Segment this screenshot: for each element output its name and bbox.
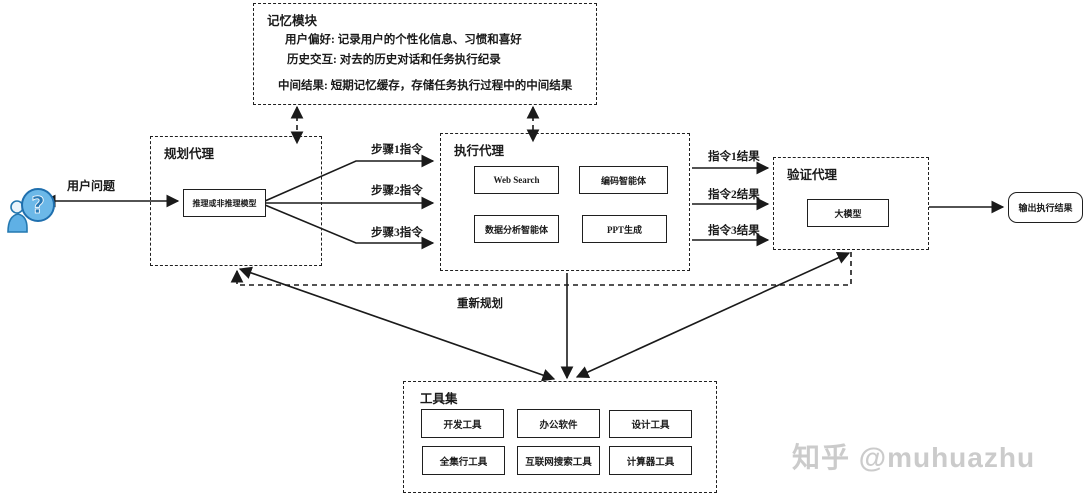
coding-agent-box: 编码智能体: [579, 166, 668, 194]
tool-command-suite: 全集行工具: [422, 446, 505, 475]
data-analysis-agent-box: 数据分析智能体: [474, 215, 559, 243]
edge-label-step2: 步骤2指令: [371, 185, 423, 197]
edge-verification-toolset-arrow: [575, 251, 851, 379]
user-question-icon: ?: [7, 188, 55, 233]
toolset-title: 工具集: [420, 392, 458, 406]
question-mark: ?: [31, 193, 44, 219]
planning-agent-title: 规划代理: [164, 147, 215, 161]
edge-label-replan: 重新规划: [457, 298, 503, 310]
user-body: [7, 213, 28, 233]
execution-agent-title: 执行代理: [454, 144, 505, 158]
edge-label-step1: 步骤1指令: [371, 144, 423, 156]
edge-label-step3: 步骤3指令: [371, 227, 423, 239]
planning-agent-box: 规划代理 推理或非推理模型: [150, 136, 322, 266]
edge-label-result1: 指令1结果: [708, 151, 760, 163]
execution-agent-box: 执行代理 Web Search 编码智能体 数据分析智能体 PPT生成: [440, 133, 690, 271]
tool-design-tools: 设计工具: [609, 410, 692, 438]
reasoning-model-box: 推理或非推理模型: [183, 189, 266, 217]
memory-module-box: 记忆模块 用户偏好: 记录用户的个性化信息、习惯和喜好 历史交互: 对去的历史对…: [253, 3, 597, 105]
zhihu-watermark: 知乎 @muhuazhu: [792, 442, 1036, 473]
tool-internet-search: 互联网搜索工具: [517, 446, 600, 475]
verification-agent-title: 验证代理: [787, 168, 838, 182]
memory-entry-intermediate: 中间结果: 短期记忆缓存，存储任务执行过程中的中间结果: [278, 80, 573, 92]
memory-entry-user-preference: 用户偏好: 记录用户的个性化信息、习惯和喜好: [285, 34, 522, 46]
edge-label-user-question: 用户问题: [67, 179, 116, 193]
edge-planning-toolset-arrow: [238, 266, 556, 382]
edge-step1-arrow: [264, 154, 435, 202]
output-result-box: 输出执行结果: [1008, 192, 1083, 223]
memory-entry-history: 历史交互: 对去的历史对话和任务执行纪录: [287, 54, 501, 66]
tool-office-software: 办公软件: [517, 409, 600, 438]
edge-label-result3: 指令3结果: [708, 225, 760, 237]
edge-label-result2: 指令2结果: [708, 189, 760, 201]
web-search-box: Web Search: [474, 166, 559, 194]
memory-module-title: 记忆模块: [267, 14, 318, 28]
toolset-box: 工具集 开发工具 办公软件 设计工具 全集行工具 互联网搜索工具 计算器工具: [403, 381, 717, 493]
edge-step3-arrow: [264, 204, 435, 250]
question-bubble: [21, 188, 55, 222]
ppt-generation-box: PPT生成: [582, 215, 667, 243]
large-model-box: 大模型: [807, 199, 889, 227]
tool-dev-tools: 开发工具: [421, 409, 504, 438]
tool-calculator: 计算器工具: [609, 446, 692, 475]
verification-agent-box: 验证代理 大模型: [773, 157, 929, 250]
